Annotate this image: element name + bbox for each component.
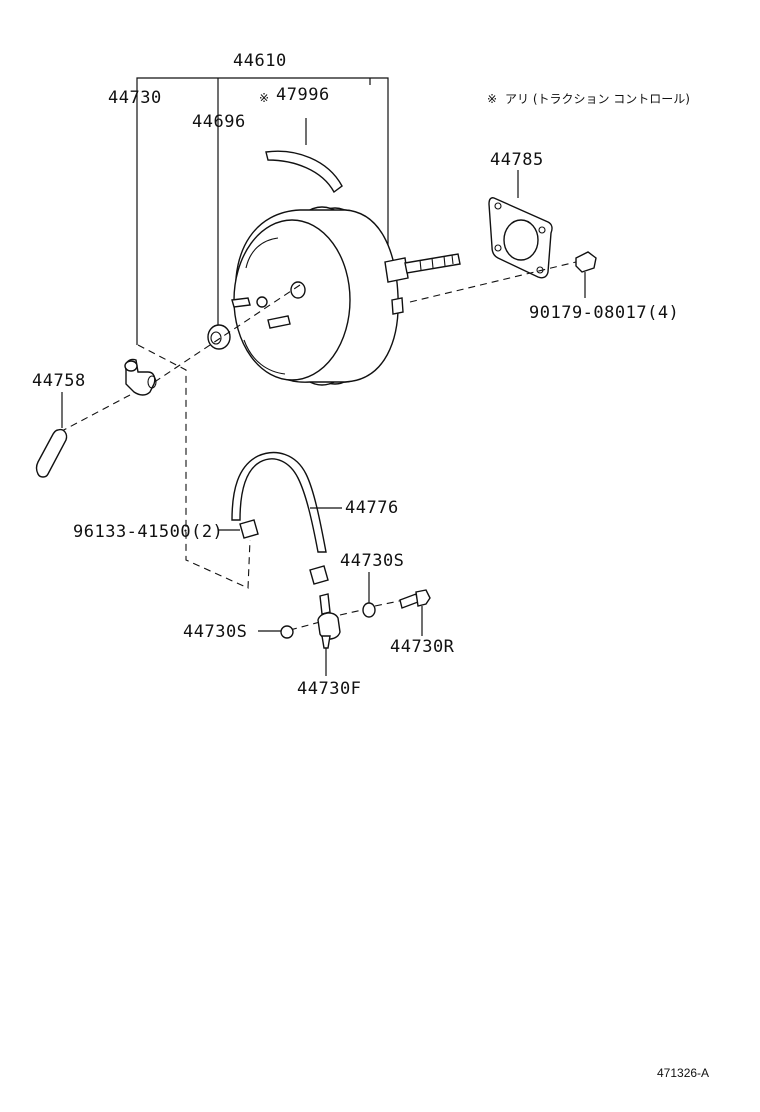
bolt-44730r xyxy=(399,589,431,636)
hose-44776 xyxy=(231,451,342,553)
gasket-44785 xyxy=(488,170,553,279)
nut-90179-08017 xyxy=(575,251,597,298)
label-44610: 44610 xyxy=(233,51,287,71)
vacuum-booster-body xyxy=(231,206,461,386)
assembly-dashed-lines xyxy=(59,261,577,631)
part-labels: 44610 44730 ※ 47996 44696 44785 90179-08… xyxy=(32,51,679,699)
grommet-44696 xyxy=(207,324,231,350)
label-44730r: 44730R xyxy=(390,637,455,657)
label-96133-41500: 96133-41500(2) xyxy=(73,522,223,542)
label-44730s-right: 44730S xyxy=(340,551,404,571)
seal-47996 xyxy=(265,118,343,194)
note-text: アリ (トラクション コントロール) xyxy=(505,92,690,106)
note-mark-47996: ※ xyxy=(259,91,269,105)
label-44758: 44758 xyxy=(32,371,86,391)
traction-control-note: ※ アリ (トラクション コントロール) xyxy=(487,92,690,106)
label-44730s-left: 44730S xyxy=(183,622,247,642)
label-44696: 44696 xyxy=(192,112,246,132)
label-90179-08017: 90179-08017(4) xyxy=(529,303,679,323)
clip-96133-41500 xyxy=(218,519,259,539)
label-44776: 44776 xyxy=(345,498,399,518)
label-44730f: 44730F xyxy=(297,679,361,699)
label-47996: 47996 xyxy=(276,85,330,105)
clamp-44758 xyxy=(35,392,68,478)
gasket-44730s-right xyxy=(362,572,376,618)
fitting-clip xyxy=(309,565,329,585)
fitting-44730f xyxy=(317,593,341,676)
label-44785: 44785 xyxy=(490,150,544,170)
leader-44610 xyxy=(136,77,389,345)
check-valve-44730 xyxy=(124,358,157,396)
reference-code: 471326-A xyxy=(657,1066,709,1080)
label-44730: 44730 xyxy=(108,88,162,108)
gasket-44730s-left xyxy=(258,625,294,639)
note-mark: ※ xyxy=(487,92,497,106)
